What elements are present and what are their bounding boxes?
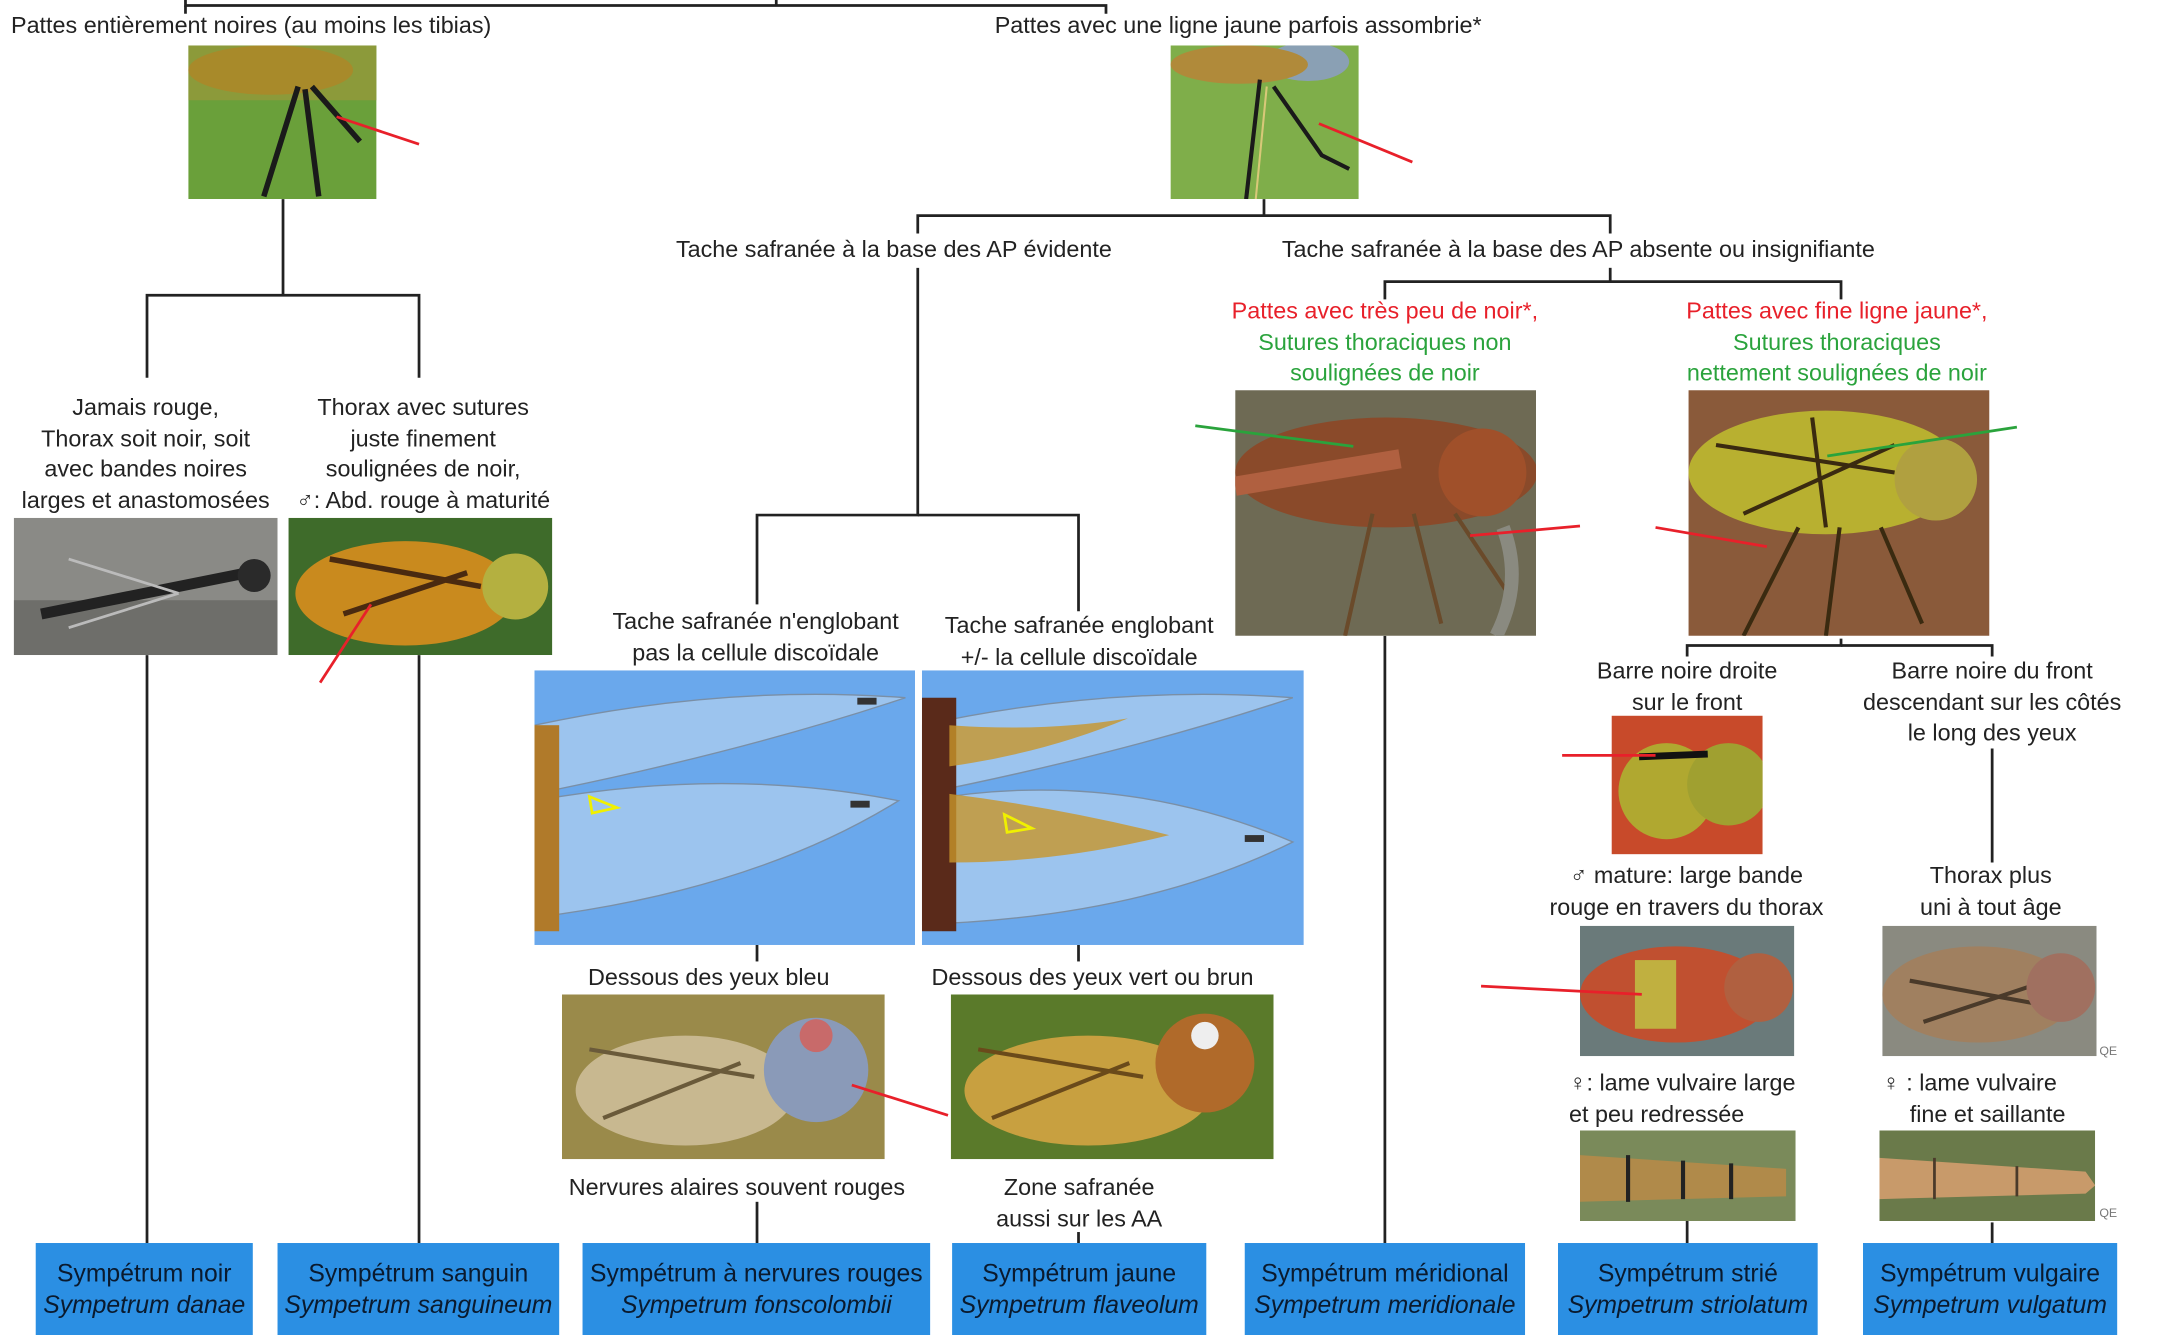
species-box-sanguineum[interactable]: Sympétrum sanguin Sympetrum sanguineum: [277, 1243, 560, 1335]
photo-wings-fonscolombii: [534, 670, 916, 945]
species-box-danae[interactable]: Sympétrum noir Sympetrum danae: [35, 1243, 253, 1335]
photo-sympetrum-meridionale: [1235, 390, 1537, 636]
label-female-vulgatum: ♀ : lame vulvaire fine et saillante: [1882, 1069, 2066, 1127]
label-legs-all-black: Pattes entièrement noires (au moins les …: [10, 12, 492, 39]
species-box-fonscolombii[interactable]: Sympétrum à nervures rouges Sympetrum fo…: [582, 1243, 931, 1335]
label-sanguineum-traits: Thorax avec sutures juste finement souli…: [296, 394, 551, 514]
photo-sympetrum-sanguineum: [288, 517, 553, 656]
photo-yellow-line-legs: [1170, 45, 1359, 200]
label-discoidal-included: Tache safranée englobant +/- la cellule …: [944, 612, 1214, 670]
photo-sympetrum-danae: [13, 517, 278, 656]
photo-eye-green-brown: [950, 994, 1274, 1160]
label-saffron-spot-evident: Tache safranée à la base des AP évidente: [675, 236, 1112, 263]
label-saffron-zone: Zone safranée aussi sur les AA: [996, 1174, 1163, 1232]
photo-black-legs: [188, 45, 377, 200]
label-meridionale-traits: Pattes avec très peu de noir*, Sutures t…: [1231, 298, 1539, 386]
photo-thorax-sutures: [1688, 390, 1990, 636]
label-eyes-green-brown: Dessous des yeux vert ou brun: [931, 964, 1254, 991]
label-striolatum-vulgatum-traits: Pattes avec fine ligne jaune*, Sutures t…: [1686, 298, 1988, 386]
watermark: QE: [2099, 1043, 2118, 1058]
label-red-veins: Nervures alaires souvent rouges: [568, 1174, 906, 1201]
species-box-vulgatum[interactable]: Sympétrum vulgaire Sympetrum vulgatum: [1863, 1243, 2118, 1335]
label-discoidal-not-included: Tache safranée n'englobant pas la cellul…: [612, 608, 899, 666]
label-saffron-spot-absent: Tache safranée à la base des AP absente …: [1281, 236, 1875, 263]
label-mature-vulgatum: Thorax plus uni à tout âge: [1920, 862, 2062, 920]
photo-mature-vulgatum: [1882, 925, 2097, 1057]
label-female-striolatum: ♀: lame vulvaire large et peu redressée: [1568, 1069, 1796, 1127]
photo-front-bar: [1611, 715, 1763, 855]
label-mature-striolatum: ♂ mature: large bande rouge en travers d…: [1549, 862, 1824, 920]
label-danae-traits: Jamais rouge, Thorax soit noir, soit ave…: [21, 394, 270, 514]
watermark: QE: [2099, 1205, 2118, 1220]
photo-eye-blue: [561, 994, 885, 1160]
label-eyes-blue: Dessous des yeux bleu: [588, 964, 830, 991]
label-front-descending: Barre noire du front descendant sur les …: [1862, 657, 2122, 746]
label-legs-yellow-line: Pattes avec une ligne jaune parfois asso…: [994, 12, 1482, 39]
photo-female-vulgatum: [1879, 1130, 2096, 1222]
photo-female-striolatum: [1579, 1130, 1796, 1222]
photo-wings-flaveolum: [921, 670, 1304, 945]
species-box-striolatum[interactable]: Sympétrum strié Sympetrum striolatum: [1558, 1243, 1818, 1335]
species-box-flaveolum[interactable]: Sympétrum jaune Sympetrum flaveolum: [952, 1243, 1207, 1335]
label-front-straight: Barre noire droite sur le front: [1596, 657, 1778, 715]
species-box-meridionale[interactable]: Sympétrum méridional Sympetrum meridiona…: [1244, 1243, 1526, 1335]
